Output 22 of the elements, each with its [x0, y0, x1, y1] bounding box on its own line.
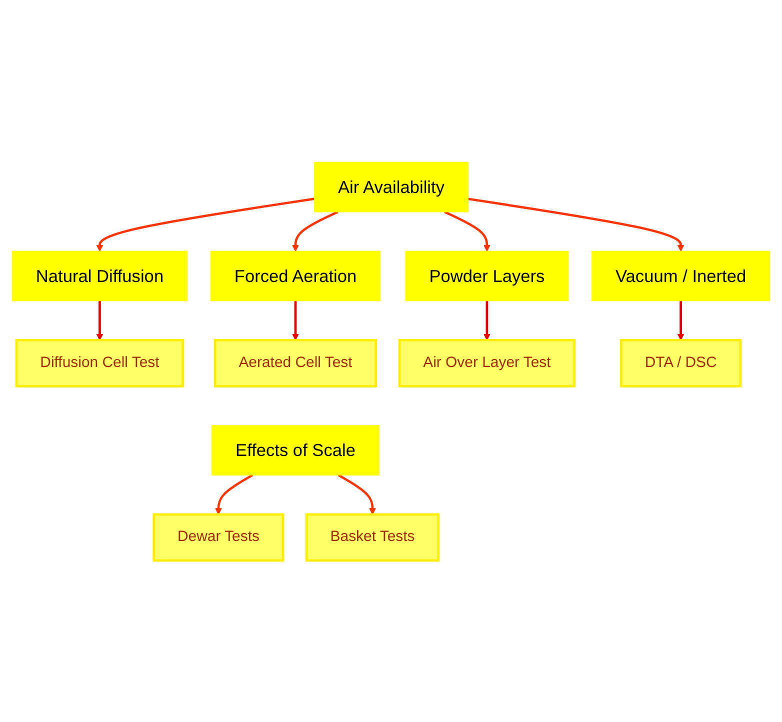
arrow: [338, 474, 376, 514]
node-box: Natural Diffusion: [12, 250, 188, 301]
arrow: [444, 210, 490, 252]
node-box: Basket Tests: [306, 512, 440, 562]
node-box: Dewar Tests: [152, 512, 284, 562]
arrow: [96, 300, 104, 340]
arrow: [292, 210, 338, 252]
node-box: Effects of Scale: [212, 424, 380, 476]
node-box: Aerated Cell Test: [214, 338, 378, 387]
node-box: Air Over Layer Test: [398, 338, 576, 387]
node-box: Vacuum / Inerted: [592, 250, 770, 301]
node-box: Powder Layers: [405, 250, 569, 301]
arrow: [292, 300, 299, 340]
node-box: Diffusion Cell Test: [15, 338, 184, 387]
node-box: Forced Aeration: [210, 250, 381, 301]
node-box: Air Availability: [314, 162, 468, 212]
arrow: [96, 197, 315, 252]
node-box: DTA / DSC: [620, 338, 742, 387]
arrow: [677, 300, 684, 340]
arrow: [468, 197, 684, 252]
arrow: [484, 300, 490, 340]
arrow: [215, 474, 254, 514]
